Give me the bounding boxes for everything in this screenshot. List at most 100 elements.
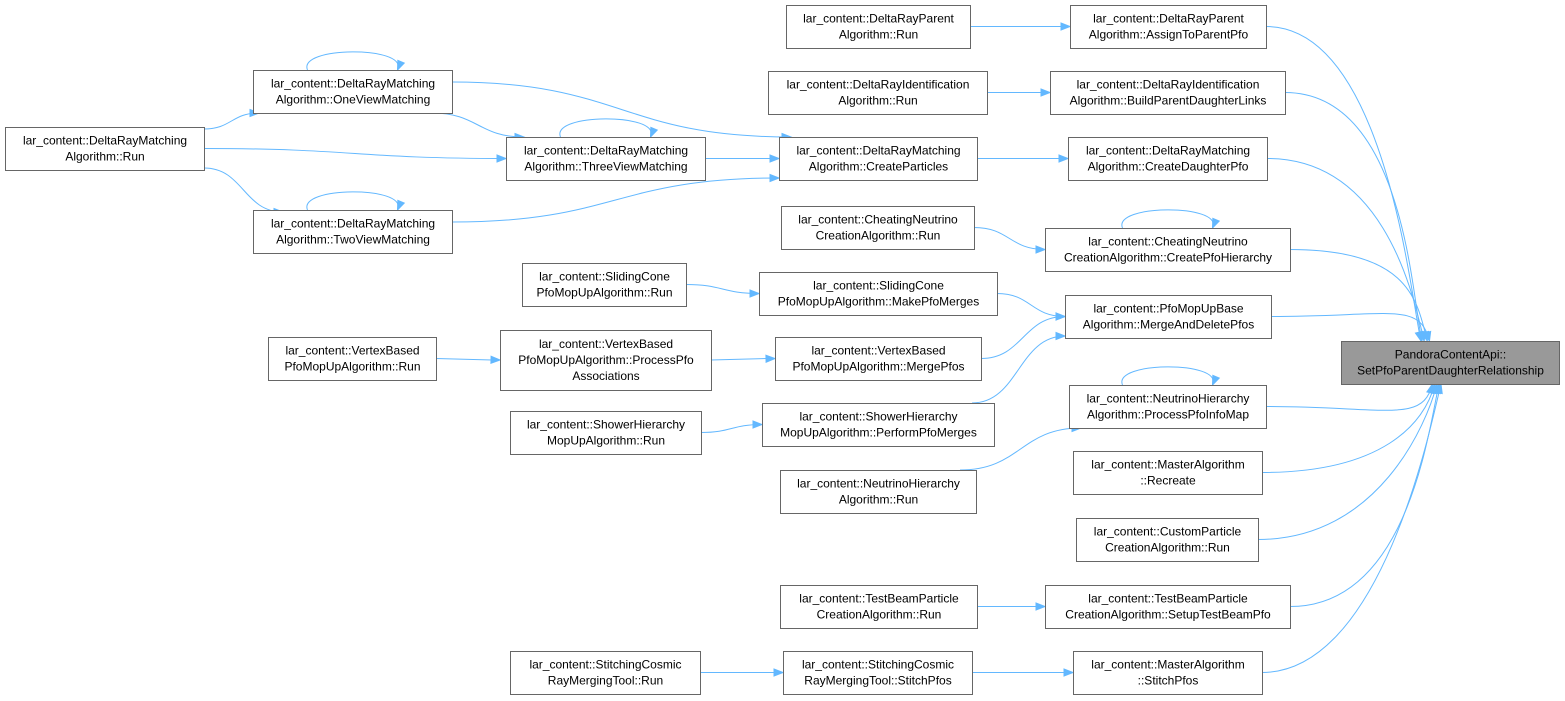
node-tb-setup[interactable]: lar_content::TestBeamParticleCreationAlg… [1045,585,1291,629]
node-ma-recreate[interactable]: lar_content::MasterAlgorithm::Recreate [1073,451,1263,495]
node-nh-run[interactable]: lar_content::NeutrinoHierarchyAlgorithm:… [780,470,977,514]
edge-tb-setup-to-target [1289,383,1440,607]
node-label-line: lar_content::MasterAlgorithm [1091,658,1244,672]
node-box [780,470,977,514]
edge-arrowhead [1211,374,1221,387]
node-box [1341,341,1560,385]
node-box [768,71,988,115]
node-label-line: Algorithm::MergeAndDeletePfos [1083,318,1254,332]
edge-drm-createdaughter-to-target [1266,158,1425,342]
edge-drm-run-to-drm-twoview [203,167,284,213]
node-scr-run[interactable]: lar_content::StitchingCosmicRayMergingTo… [510,651,701,695]
node-box [1045,228,1291,272]
edge-cn-create-to-target [1289,249,1428,342]
node-target[interactable]: PandoraContentApi::SetPfoParentDaughterR… [1341,341,1560,385]
edge-arrowhead [769,154,781,163]
node-label-line: lar_content::ShowerHierarchy [799,410,957,424]
node-label-line: lar_content::StitchingCosmic [529,658,681,672]
node-label-line: PfoMopUpAlgorithm::MergePfos [792,360,964,374]
node-label-line: lar_content::ShowerHierarchy [527,418,685,432]
edge-sc-run-to-sc-make [685,284,760,294]
node-vb-run[interactable]: lar_content::VertexBasedPfoMopUpAlgorith… [268,337,437,381]
node-label-line: lar_content::CustomParticle [1094,525,1242,539]
node-drm-createparticles[interactable]: lar_content::DeltaRayMatchingAlgorithm::… [779,137,978,181]
edge-cn-create-to-cn-create [1121,209,1214,229]
node-label-line: Algorithm::Run [839,28,918,42]
node-label-line: lar_content::DeltaRayMatching [271,77,435,91]
edge-drm-threeview-to-drm-threeview [559,118,652,138]
edge-arrowhead [396,199,406,212]
edge-arrowhead [496,154,508,163]
node-cn-run[interactable]: lar_content::CheatingNeutrinoCreationAlg… [781,206,975,250]
node-label-line: lar_content::CheatingNeutrino [798,213,958,227]
node-vb-process[interactable]: lar_content::VertexBasedPfoMopUpAlgorith… [500,330,712,391]
node-drm-oneview[interactable]: lar_content::DeltaRayMatchingAlgorithm::… [253,70,453,114]
node-sc-make[interactable]: lar_content::SlidingConePfoMopUpAlgorith… [759,272,998,316]
edge-arrowhead [1035,245,1047,254]
edge-pmub-merge-to-target [1270,313,1430,342]
node-label-line: Algorithm::Run [838,94,917,108]
edge-vb-merge-to-pmub-merge [980,316,1066,359]
node-label-line: lar_content::NeutrinoHierarchy [797,477,960,491]
edge-arrowhead [1060,22,1072,31]
edge-arrowhead [1423,330,1432,343]
edge-cn-run-to-cn-create [973,227,1046,250]
node-label-line: Algorithm::Run [839,493,918,507]
node-drpa-assign[interactable]: lar_content::DeltaRayParentAlgorithm::As… [1070,5,1267,49]
node-box [781,206,975,250]
node-box [783,651,973,695]
node-cp-run[interactable]: lar_content::CustomParticleCreationAlgor… [1076,518,1259,562]
node-label-line: Algorithm::CreateParticles [809,160,948,174]
node-label-line: PfoMopUpAlgorithm::MakePfoMerges [778,295,979,309]
node-box [510,411,702,455]
node-dri-build[interactable]: lar_content::DeltaRayIdentificationAlgor… [1050,71,1286,115]
node-label-line: Algorithm::ThreeViewMatching [524,160,687,174]
node-box [786,5,971,49]
node-sh-run[interactable]: lar_content::ShowerHierarchyMopUpAlgorit… [510,411,702,455]
edge-arrowhead [1211,217,1221,230]
node-pmub-merge[interactable]: lar_content::PfoMopUpBaseAlgorithm::Merg… [1065,295,1272,339]
edge-drm-oneview-to-drm-createparticles [451,81,792,138]
node-label-line: RayMergingTool::StitchPfos [804,674,951,688]
node-vb-merge[interactable]: lar_content::VertexBasedPfoMopUpAlgorith… [775,337,982,381]
edge-dri-build-to-target [1284,92,1423,342]
node-drm-threeview[interactable]: lar_content::DeltaRayMatchingAlgorithm::… [506,137,706,181]
node-box [253,70,453,114]
node-label-line: lar_content::DeltaRayParent [1093,12,1244,26]
edge-arrowhead [396,59,406,72]
node-tb-run[interactable]: lar_content::TestBeamParticleCreationAlg… [780,585,978,629]
node-sc-run[interactable]: lar_content::SlidingConePfoMopUpAlgorith… [522,263,687,307]
node-ma-stitch[interactable]: lar_content::MasterAlgorithm::StitchPfos [1073,651,1263,695]
edge-nh-process-to-nh-process [1121,366,1214,386]
node-label-line: lar_content::DeltaRayMatching [796,144,960,158]
node-drpa-run[interactable]: lar_content::DeltaRayParentAlgorithm::Ru… [786,5,971,49]
node-label-line: lar_content::DeltaRayParent [803,12,954,26]
edge-ma-recreate-to-target [1261,383,1436,473]
node-dri-run[interactable]: lar_content::DeltaRayIdentificationAlgor… [768,71,988,115]
edge-cp-run-to-target [1257,383,1438,540]
node-drm-twoview[interactable]: lar_content::DeltaRayMatchingAlgorithm::… [253,210,453,254]
node-label-line: lar_content::TestBeamParticle [1088,592,1248,606]
edge-arrowhead [649,126,659,139]
node-label-line: Algorithm::OneViewMatching [276,93,431,107]
node-drm-run[interactable]: lar_content::DeltaRayMatchingAlgorithm::… [5,127,205,171]
node-label-line: MopUpAlgorithm::PerformPfoMerges [780,426,977,440]
node-drm-createdaughter[interactable]: lar_content::DeltaRayMatchingAlgorithm::… [1068,137,1268,181]
node-label-line: Algorithm::AssignToParentPfo [1089,28,1249,42]
node-cn-create[interactable]: lar_content::CheatingNeutrinoCreationAlg… [1045,228,1291,272]
edge-arrowhead [1058,154,1070,163]
edge-drpa-assign-to-target [1265,26,1422,342]
node-label-line: CreationAlgorithm::CreatePfoHierarchy [1064,251,1272,265]
node-label-line: lar_content::VertexBased [811,344,945,358]
node-label-line: lar_content::DeltaRayMatching [524,144,688,158]
node-box [1076,518,1259,562]
nodes-layer: PandoraContentApi::SetPfoParentDaughterR… [5,5,1560,695]
node-label-line: CreationAlgorithm::Run [816,229,941,243]
node-label-line: Algorithm::BuildParentDaughterLinks [1070,94,1267,108]
node-label-line: lar_content::TestBeamParticle [799,592,959,606]
node-sh-perform[interactable]: lar_content::ShowerHierarchyMopUpAlgorit… [762,403,995,447]
node-scr-stitch[interactable]: lar_content::StitchingCosmicRayMergingTo… [783,651,973,695]
node-nh-process[interactable]: lar_content::NeutrinoHierarchyAlgorithm:… [1069,385,1267,429]
node-label-line: CreationAlgorithm::Run [1105,541,1230,555]
